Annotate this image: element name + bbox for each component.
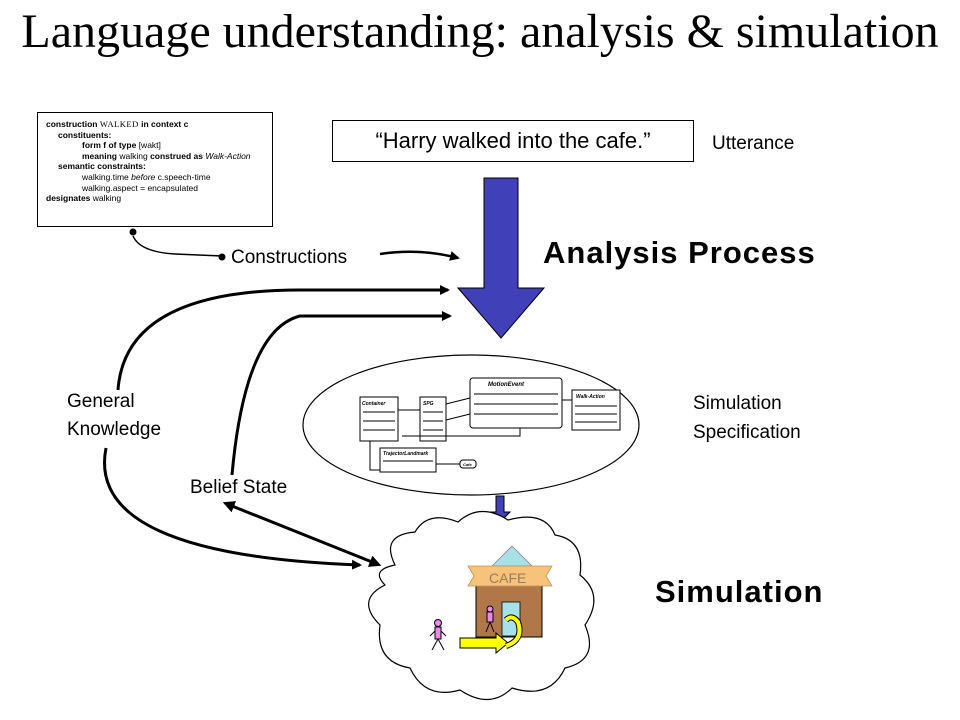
spec-walk-action xyxy=(571,389,621,431)
spec-container xyxy=(359,396,399,442)
construction-box: construction WALKED in context c constit… xyxy=(37,112,273,227)
slide-title: Language understanding: analysis & simul… xyxy=(21,5,939,58)
cafe-sign: CAFE xyxy=(489,570,526,586)
cx-meaning-value: walking xyxy=(119,150,148,161)
yellow-path-arrow xyxy=(459,631,509,655)
cx-name: WALKED xyxy=(99,119,139,129)
cx-form-value: [wakt] xyxy=(138,140,161,151)
utterance-label: Utterance xyxy=(712,133,795,154)
cx-meaning: meaning xyxy=(82,150,117,161)
spec-motion-event-label: MotionEvent xyxy=(488,382,525,388)
utterance-box: “Harry walked into the cafe.” xyxy=(332,120,694,162)
constructions-arrow xyxy=(379,250,460,261)
cx-sc1a: walking.time xyxy=(82,171,129,182)
figure-in-door-icon xyxy=(485,605,495,633)
analysis-arrow xyxy=(456,177,546,339)
spec-walk-action-label: Walk-Action xyxy=(576,394,605,400)
spec-trajector-label: TrajectorLandmark xyxy=(383,451,428,457)
cx-form: form f of type xyxy=(82,140,137,151)
spec-motion-event xyxy=(469,377,563,429)
cx-semantic: semantic constraints: xyxy=(58,161,146,172)
general-knowledge-label-2: Knowledge xyxy=(67,419,162,440)
cx-sc2: walking.aspect = encapsulated xyxy=(82,182,199,193)
spec-cafe-label: Cafe xyxy=(463,462,472,467)
spec-container-label: Container xyxy=(362,401,386,407)
spec-spg xyxy=(419,396,447,442)
cx-keyword: construction xyxy=(46,119,98,129)
cx-construed: construed as xyxy=(150,150,203,161)
belief-state-arrow-bidir xyxy=(222,501,382,567)
analysis-process-label: Analysis Process xyxy=(543,235,816,270)
construction-dot xyxy=(129,228,137,236)
cx-walk-action: Walk-Action xyxy=(205,150,251,161)
cx-constituents: constituents: xyxy=(58,129,112,140)
walking-figure-icon xyxy=(429,619,447,651)
simulation-label: Simulation xyxy=(655,574,824,609)
spec-spg-label: SPG xyxy=(423,401,434,407)
cx-context: in context c xyxy=(141,119,189,129)
simulation-specification-label-2: Specification xyxy=(693,422,801,443)
belief-state-label: Belief State xyxy=(190,477,288,498)
general-knowledge-arrow-up xyxy=(116,285,450,391)
simulation-specification-label-1: Simulation xyxy=(693,393,782,414)
constructions-bullet xyxy=(218,253,226,261)
spec-diagram: Container SPG MotionEvent Walk-Action Tr… xyxy=(359,377,621,473)
belief-state-arrow-up xyxy=(230,311,452,476)
constructions-label: Constructions xyxy=(231,247,348,268)
cx-designates-value: walking xyxy=(92,193,122,204)
cx-designates: designates xyxy=(46,193,91,204)
construction-link xyxy=(132,235,223,257)
cx-sc1c: c.speech-time xyxy=(157,171,211,182)
cx-sc1b: before xyxy=(131,171,156,182)
cafe-banner xyxy=(467,565,553,587)
general-knowledge-label-1: General xyxy=(67,391,135,412)
spec-trajector xyxy=(379,447,437,473)
